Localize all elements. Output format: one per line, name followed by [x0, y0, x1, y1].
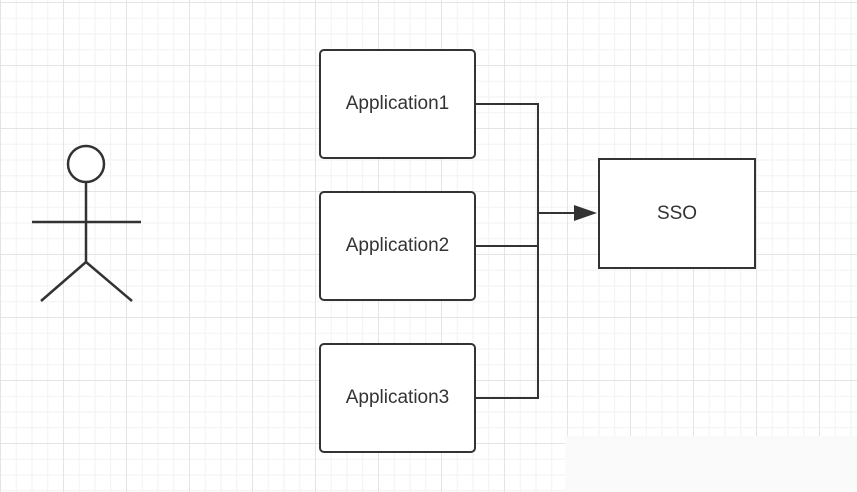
application1-label: Application1	[345, 93, 450, 114]
sso-label: SSO	[656, 202, 698, 224]
sso-node[interactable]: SSO	[598, 158, 756, 269]
application2-node[interactable]: Application2	[319, 191, 476, 301]
actor-icon	[32, 144, 141, 302]
connector-app1	[476, 103, 539, 213]
application3-label: Application3	[345, 387, 450, 408]
arrowhead-icon	[574, 205, 597, 221]
application2-label: Application2	[345, 235, 450, 256]
application1-node[interactable]: Application1	[319, 49, 476, 159]
actor-left-leg	[40, 261, 87, 302]
connector-app2	[476, 213, 539, 247]
connector-app3	[476, 213, 539, 399]
application3-node[interactable]: Application3	[319, 343, 476, 453]
actor-right-leg	[85, 261, 133, 302]
actor-head	[66, 144, 106, 184]
canvas-overlay	[565, 436, 857, 492]
